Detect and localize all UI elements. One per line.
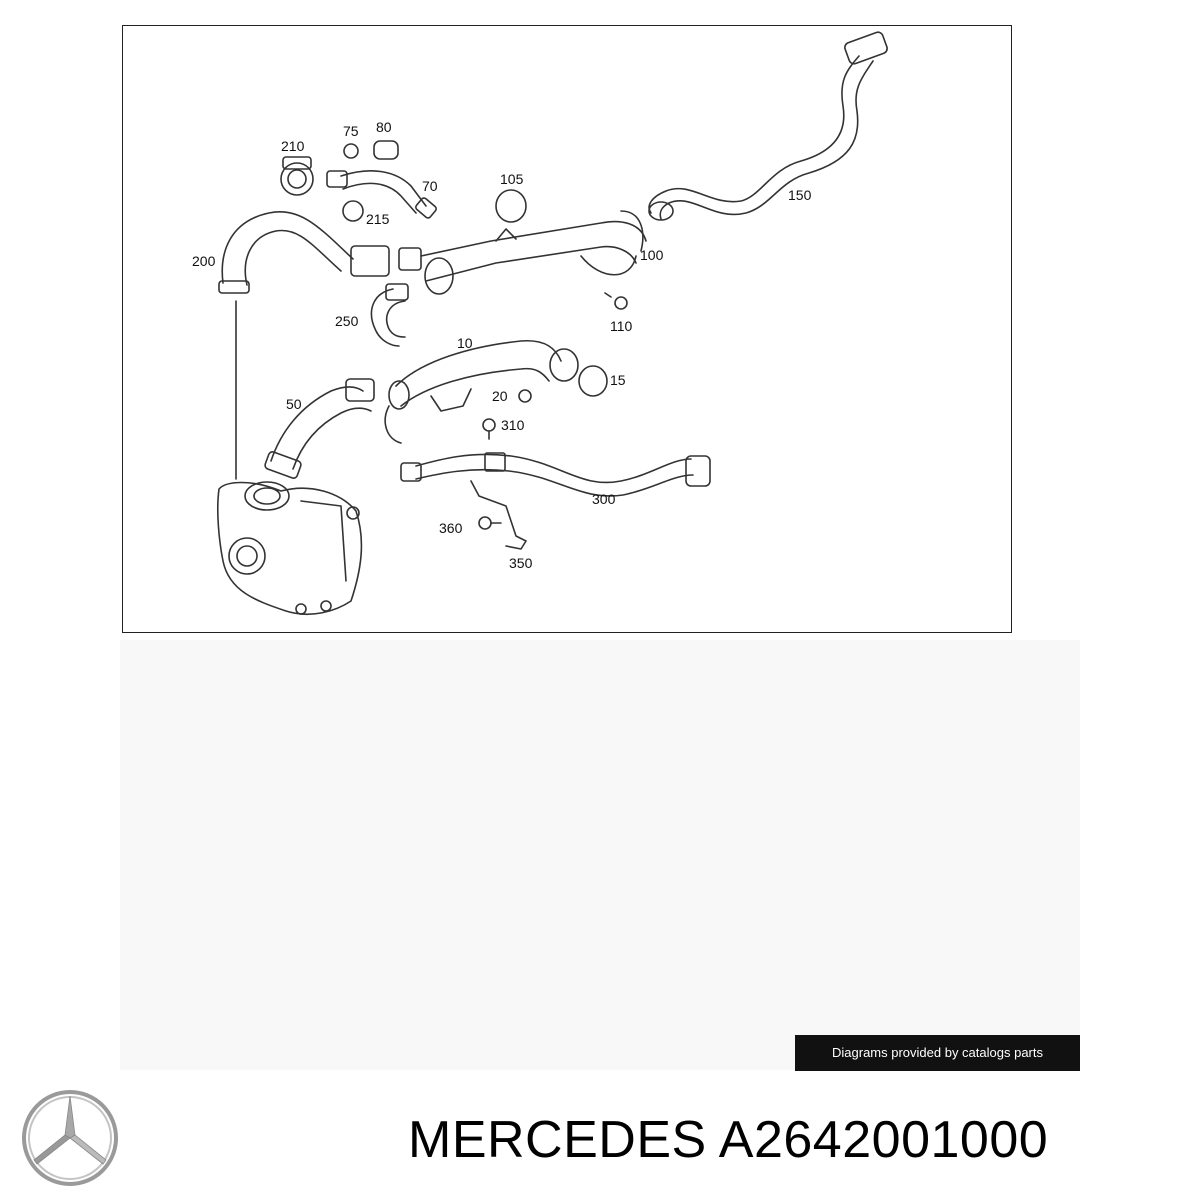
bolt-20: [518, 389, 532, 403]
part-label-210: 210: [281, 138, 305, 154]
part-label-15: 15: [610, 372, 626, 388]
hose-200: [218, 211, 390, 294]
parts-diagram-frame: 210 75 80 70 105 215 200 150 100 110 250…: [122, 25, 1012, 633]
seal-ring-105: [495, 189, 527, 223]
part-label-360: 360: [439, 520, 463, 536]
part-label-250: 250: [335, 313, 359, 329]
hose-50: [264, 378, 375, 479]
credit-banner: Diagrams provided by catalogs parts: [795, 1035, 1080, 1071]
connector-80: [373, 140, 399, 160]
parts-diagram: [217, 31, 888, 615]
part-label-300: 300: [592, 491, 616, 507]
mercedes-star-icon: [22, 1090, 118, 1186]
part-label-310: 310: [501, 417, 525, 433]
part-label-150: 150: [788, 187, 812, 203]
clamp-210: [280, 156, 314, 196]
part-label-100: 100: [640, 247, 664, 263]
part-label-215: 215: [366, 211, 390, 227]
part-label-10: 10: [457, 335, 473, 351]
hose-70: [326, 170, 437, 219]
part-label-350: 350: [509, 555, 533, 571]
product-title: MERCEDES A2642001000: [408, 1111, 1049, 1169]
pipe-10: [384, 339, 579, 444]
part-label-110: 110: [610, 318, 633, 334]
part-label-50: 50: [286, 396, 302, 412]
part-label-20: 20: [492, 388, 508, 404]
part-label-80: 80: [376, 119, 392, 135]
bracket-350: [470, 480, 527, 550]
hose-250: [370, 283, 409, 347]
hose-150: [648, 31, 888, 221]
part-label-105: 105: [500, 171, 524, 187]
bolt-310: [482, 418, 496, 440]
part-label-70: 70: [422, 178, 438, 194]
clamp-215: [342, 200, 364, 222]
hose-300: [400, 452, 711, 497]
page-backdrop: [120, 640, 1080, 1070]
part-label-75: 75: [343, 123, 359, 139]
clip-75: [343, 143, 359, 159]
bolt-110: [604, 292, 628, 310]
pipe-100: [398, 210, 647, 295]
seal-ring-15: [578, 365, 608, 397]
part-label-200: 200: [192, 253, 216, 269]
bolt-360: [478, 516, 502, 530]
water-pump: [217, 481, 363, 615]
